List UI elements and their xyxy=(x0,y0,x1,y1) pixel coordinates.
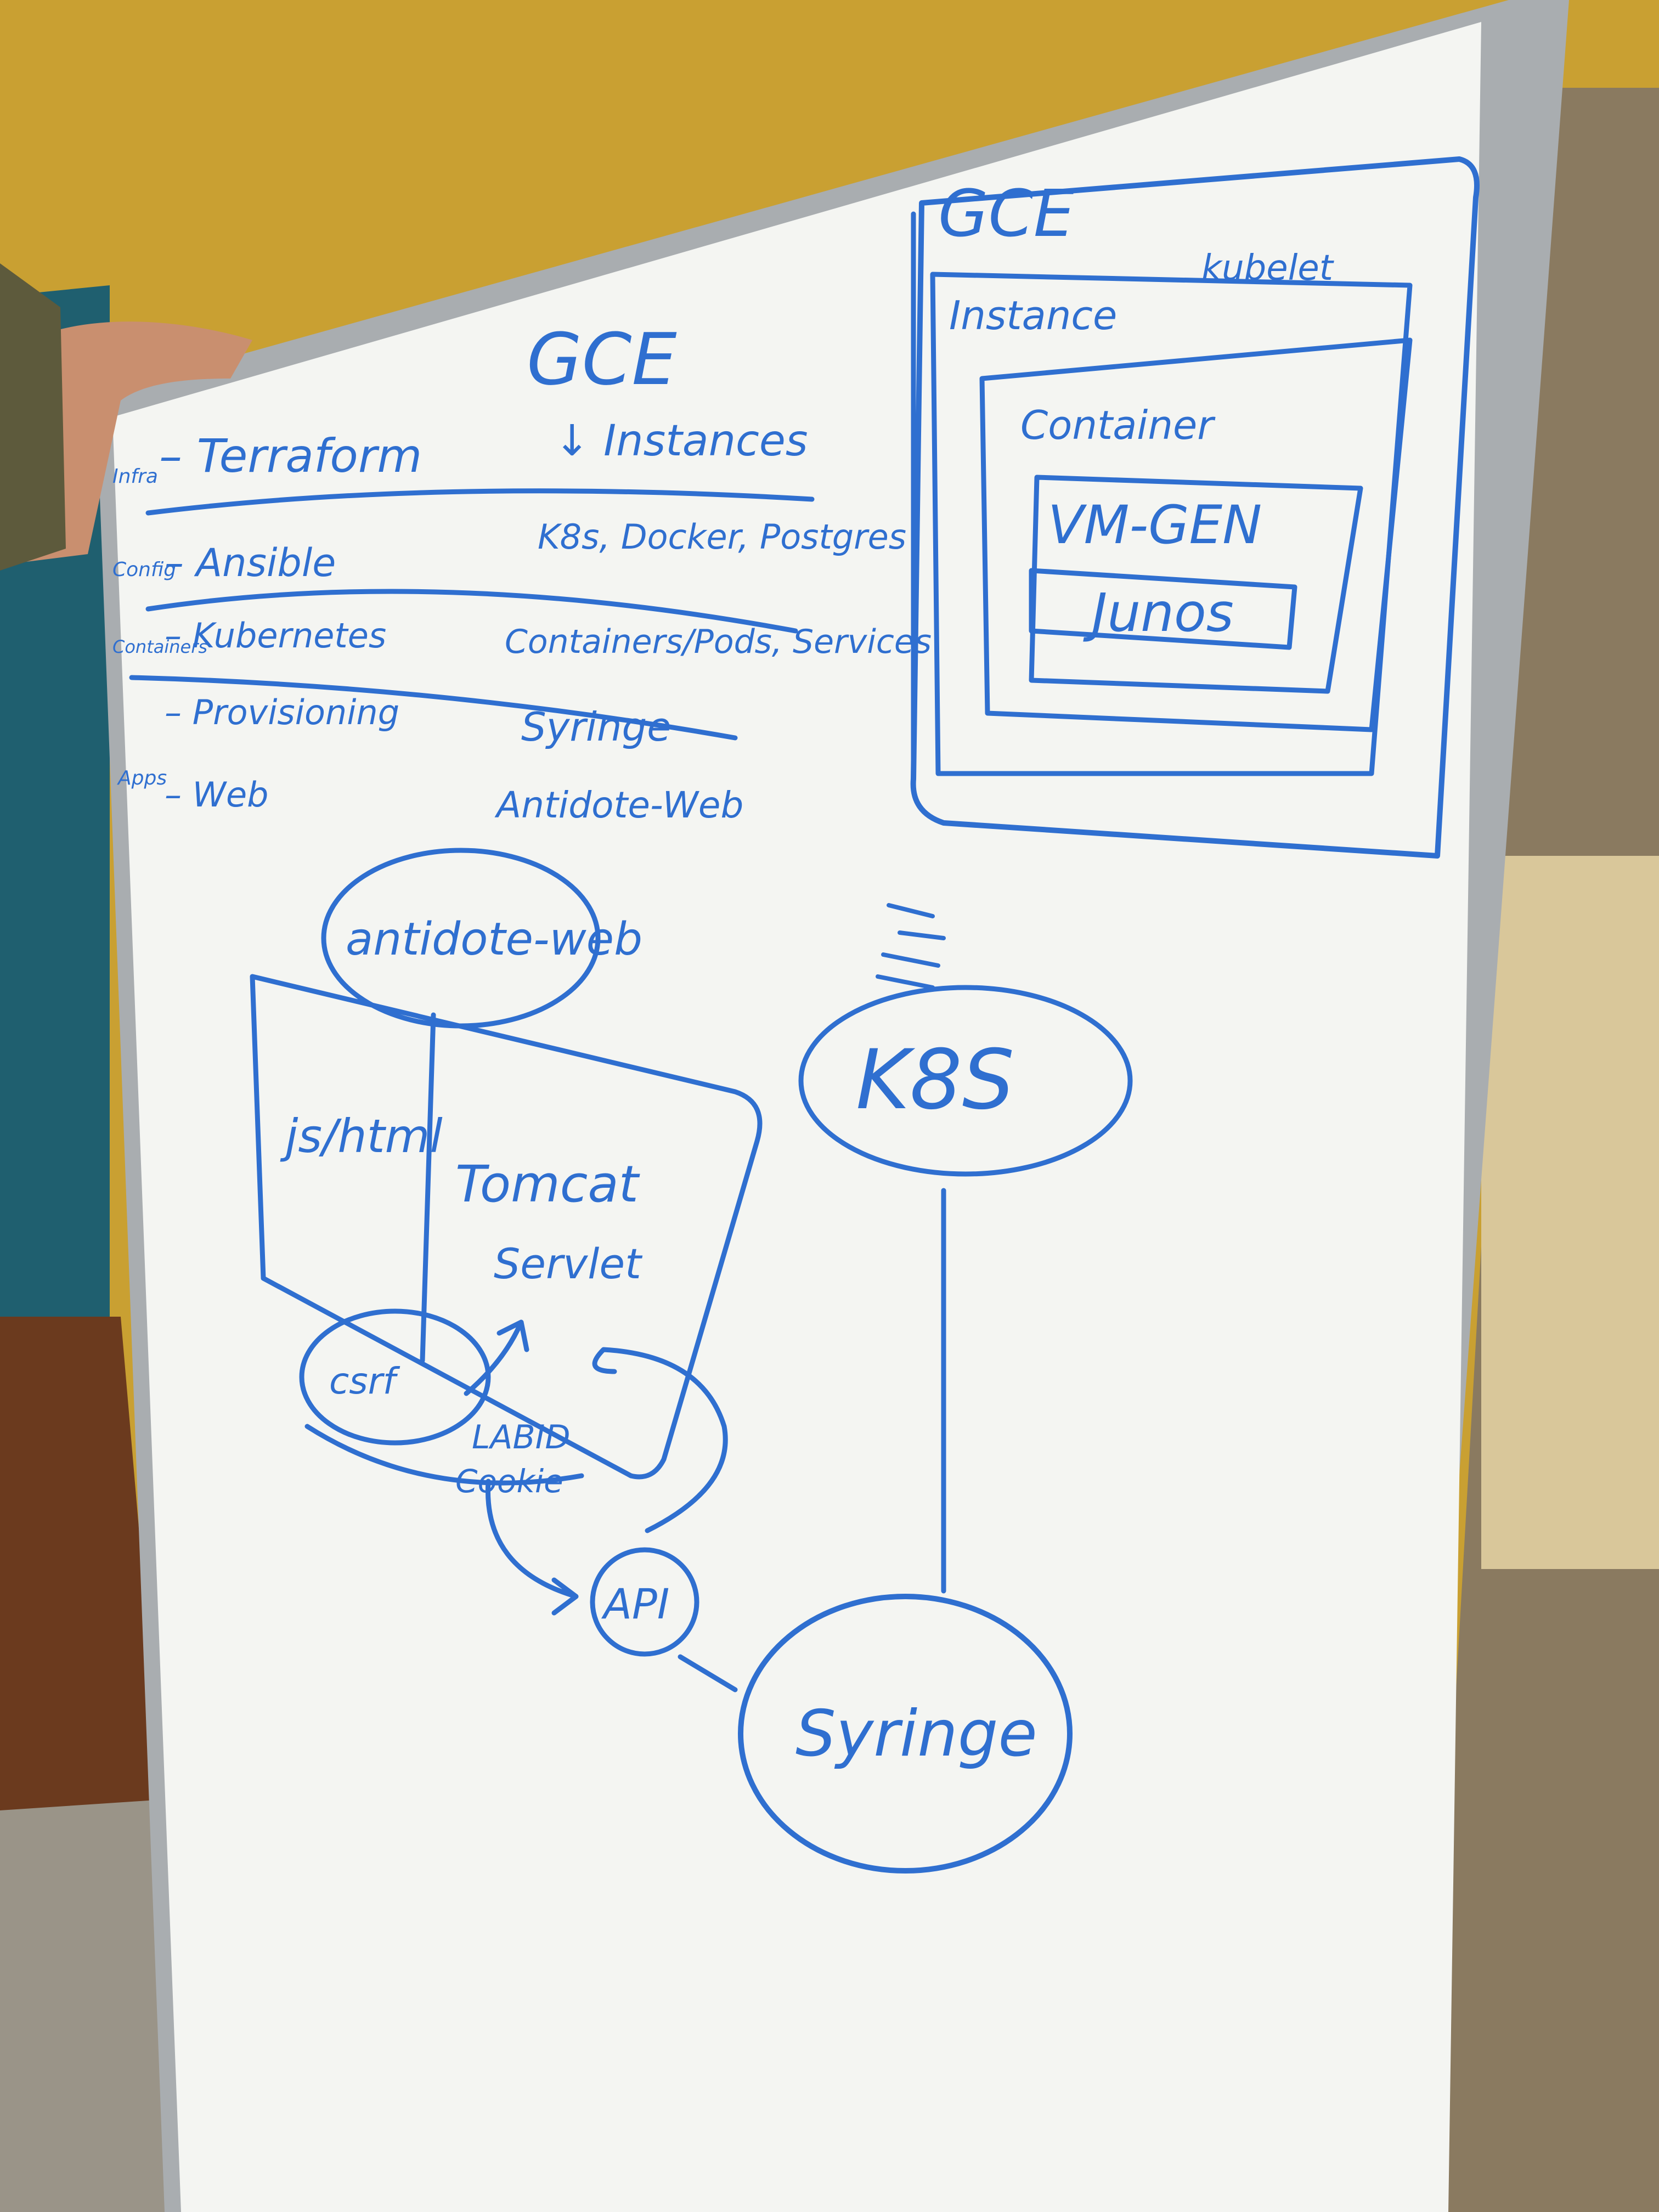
csrf-ellipse xyxy=(299,1308,491,1446)
antidote-web-label: antidote-web xyxy=(346,913,642,966)
vm-label: VM-GEN xyxy=(1048,494,1262,556)
layer-tool-2: – Kubernetes xyxy=(165,616,386,656)
api-circle xyxy=(590,1547,699,1657)
top-gce-heading: GCE xyxy=(527,318,677,401)
layer-tool-4: – Web xyxy=(165,775,269,815)
arrow-to-servlet xyxy=(464,1319,529,1396)
layer-gce-2: Containers/Pods, Services xyxy=(505,623,932,661)
layer-tool-3: – Provisioning xyxy=(165,692,399,732)
cushion xyxy=(1481,856,1659,1569)
web-container-box xyxy=(250,974,763,1480)
layer-gce-1: K8s, Docker, Postgres xyxy=(538,517,906,557)
layer-tool-1: – Ansible xyxy=(165,540,336,585)
gce-box-diagram: GCE kubelet Instance Container VM-GEN Ju… xyxy=(910,156,1480,859)
servlet-label: Servlet xyxy=(494,1239,643,1288)
shirt xyxy=(0,263,66,571)
syringe-ellipse xyxy=(738,1594,1073,1874)
layer-short-1: Config xyxy=(112,558,176,581)
api-syringe-link xyxy=(678,1654,738,1692)
cookie-ellipse xyxy=(304,1424,584,1486)
layer-short-2: Containers xyxy=(112,636,207,657)
divider-2 xyxy=(145,589,798,634)
syringe-label: Syringe xyxy=(795,1697,1037,1771)
layer-gce-3: Syringe xyxy=(521,704,672,750)
container-box xyxy=(979,337,1413,732)
layer-list: GCE ↓ Instances Infra – Terraform Config… xyxy=(112,318,932,826)
container-label: Container xyxy=(1020,402,1216,448)
flow-diagram: antidote-web js/html Tomcat Servlet csrf… xyxy=(250,848,1133,1874)
divider-1 xyxy=(145,488,815,516)
labid-label: LABID xyxy=(472,1418,571,1457)
layer-short-0: Infra xyxy=(112,465,158,488)
instances-heading: ↓ Instances xyxy=(554,416,808,466)
instance-label: Instance xyxy=(949,292,1117,338)
return-arrow xyxy=(592,1347,728,1533)
k8s-scribble xyxy=(876,903,946,990)
cookie-label: Cookie xyxy=(455,1463,563,1500)
gce-box-title: GCE xyxy=(938,176,1075,251)
k8s-label: K8S xyxy=(856,1032,1014,1128)
tomcat-label: Tomcat xyxy=(455,1155,640,1214)
gce-outer-box xyxy=(910,156,1480,859)
layer-gce-4: Antidote-Web xyxy=(494,784,743,826)
arrow-to-api xyxy=(485,1479,579,1616)
js-html-label: js/html xyxy=(280,1109,443,1163)
api-label: API xyxy=(601,1579,669,1628)
junos-box xyxy=(1029,568,1297,650)
web-divider xyxy=(420,1012,436,1363)
csrf-label: csrf xyxy=(329,1360,400,1402)
board-surface xyxy=(112,22,1481,2212)
layer-short-4: Apps xyxy=(117,767,167,789)
divider-3 xyxy=(129,675,738,741)
layer-tool-0: – Terraform xyxy=(159,429,422,483)
k8s-ellipse xyxy=(798,985,1133,1177)
junos-label: Junos xyxy=(1083,582,1234,644)
instance-box xyxy=(930,272,1413,776)
